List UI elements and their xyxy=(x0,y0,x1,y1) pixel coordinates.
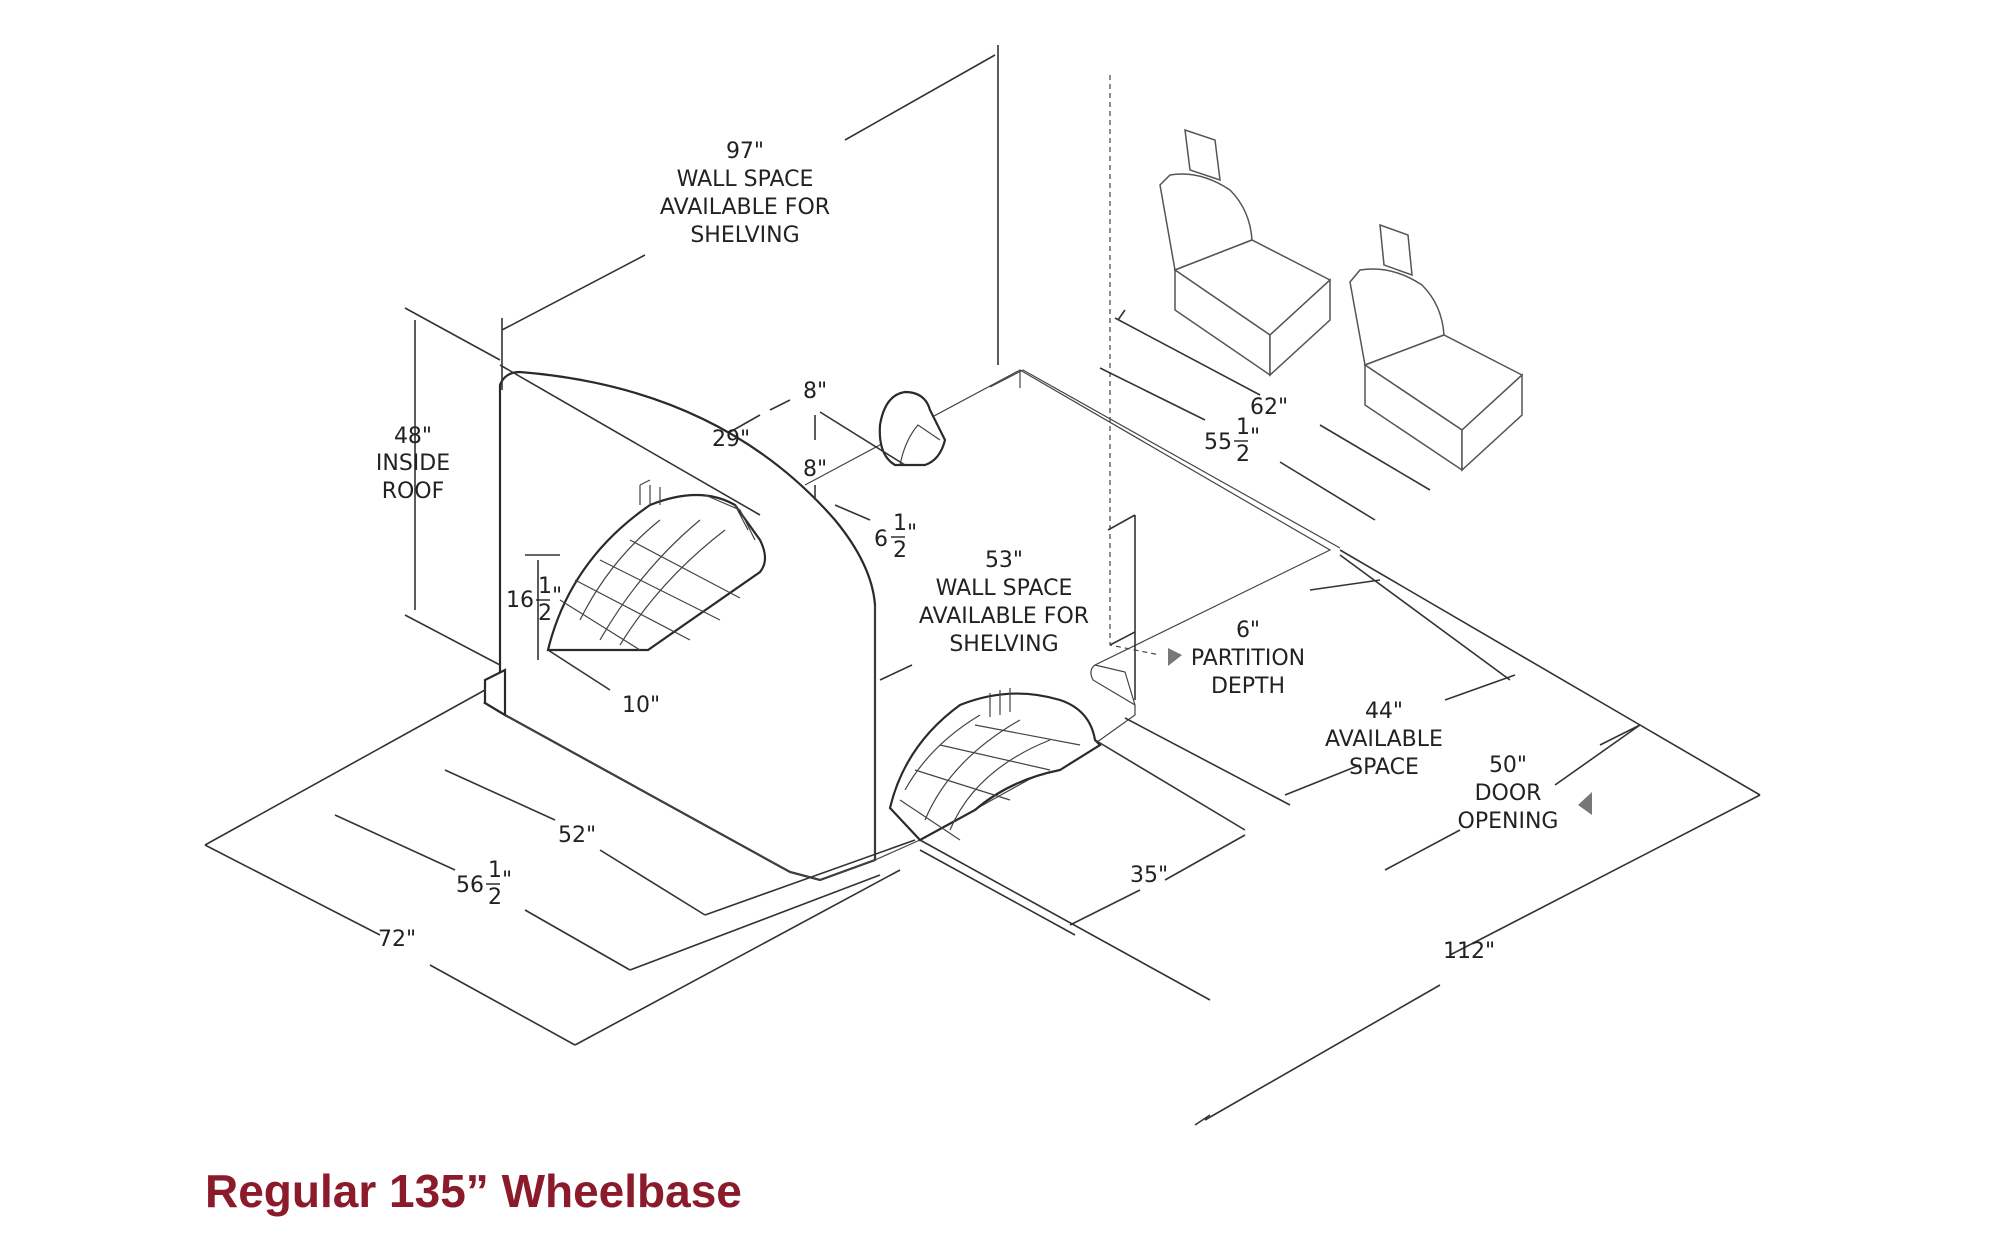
svg-text:SHELVING: SHELVING xyxy=(690,223,799,248)
dimension-lines xyxy=(204,45,1761,1126)
svg-text:AVAILABLE FOR: AVAILABLE FOR xyxy=(919,604,1089,629)
seat-left xyxy=(1159,128,1332,377)
svg-text:": " xyxy=(1250,425,1260,450)
svg-text:AVAILABLE: AVAILABLE xyxy=(1325,727,1443,752)
label-62: 62" xyxy=(1250,395,1288,420)
svg-text:50": 50" xyxy=(1489,753,1527,778)
label-inside-roof: 48" INSIDE ROOF xyxy=(376,424,450,504)
label-8-bottom: 8" xyxy=(803,457,827,482)
svg-text:2: 2 xyxy=(488,885,502,910)
right-wheel-well xyxy=(888,688,1102,842)
label-29: 29" xyxy=(712,427,750,452)
svg-text:": " xyxy=(552,584,562,609)
label-available-space: 44" AVAILABLE SPACE xyxy=(1325,699,1443,780)
label-10: 10" xyxy=(622,693,660,718)
svg-text:WALL SPACE: WALL SPACE xyxy=(677,167,814,192)
svg-text:DOOR: DOOR xyxy=(1475,781,1542,806)
label-35: 35" xyxy=(1130,863,1168,888)
svg-text:1: 1 xyxy=(488,858,502,883)
left-wheel-well xyxy=(546,479,767,652)
svg-text:53": 53" xyxy=(985,548,1023,573)
label-wall-space-97: 97" WALL SPACE AVAILABLE FOR SHELVING xyxy=(660,139,830,248)
svg-text:2: 2 xyxy=(1236,442,1250,467)
label-8-top: 8" xyxy=(803,379,827,404)
label-6-half: 6 1 2 " xyxy=(874,511,917,563)
svg-text:ROOF: ROOF xyxy=(382,479,445,504)
label-72: 72" xyxy=(378,927,416,952)
label-16-half: 16 1 2 " xyxy=(506,574,562,626)
svg-text:1: 1 xyxy=(893,511,907,536)
svg-text:WALL SPACE: WALL SPACE xyxy=(936,576,1073,601)
svg-text:AVAILABLE FOR: AVAILABLE FOR xyxy=(660,195,830,220)
label-partition-depth: 6" PARTITION DEPTH xyxy=(1191,618,1305,699)
svg-text:2: 2 xyxy=(538,601,552,626)
svg-text:97": 97" xyxy=(726,139,764,164)
svg-text:16: 16 xyxy=(506,588,534,613)
svg-text:1: 1 xyxy=(538,574,552,599)
svg-text:INSIDE: INSIDE xyxy=(376,451,450,476)
svg-text:SHELVING: SHELVING xyxy=(949,632,1058,657)
svg-text:1: 1 xyxy=(1236,415,1250,440)
label-door-opening: 50" DOOR OPENING xyxy=(1458,753,1559,834)
label-112: 112" xyxy=(1443,939,1495,964)
label-wall-space-53: 53" WALL SPACE AVAILABLE FOR SHELVING xyxy=(919,548,1089,657)
svg-text:6: 6 xyxy=(874,527,888,552)
svg-text:PARTITION: PARTITION xyxy=(1191,646,1305,671)
svg-text:44": 44" xyxy=(1365,699,1403,724)
svg-text:": " xyxy=(502,868,512,893)
svg-text:SPACE: SPACE xyxy=(1349,755,1419,780)
svg-text:2: 2 xyxy=(893,538,907,563)
label-52: 52" xyxy=(558,823,596,848)
svg-text:55: 55 xyxy=(1204,430,1232,455)
svg-text:DEPTH: DEPTH xyxy=(1211,674,1285,699)
label-55-half: 55 1 2 " xyxy=(1204,415,1260,467)
svg-text:48": 48" xyxy=(394,424,432,449)
partition-fixture xyxy=(878,390,947,467)
seat-right xyxy=(1349,223,1524,472)
svg-text:": " xyxy=(907,521,917,546)
page-title: Regular 135” Wheelbase xyxy=(205,1165,742,1217)
svg-text:6": 6" xyxy=(1236,618,1260,643)
label-56-half: 56 1 2 " xyxy=(456,858,512,910)
svg-text:OPENING: OPENING xyxy=(1458,809,1559,834)
svg-text:56: 56 xyxy=(456,873,484,898)
